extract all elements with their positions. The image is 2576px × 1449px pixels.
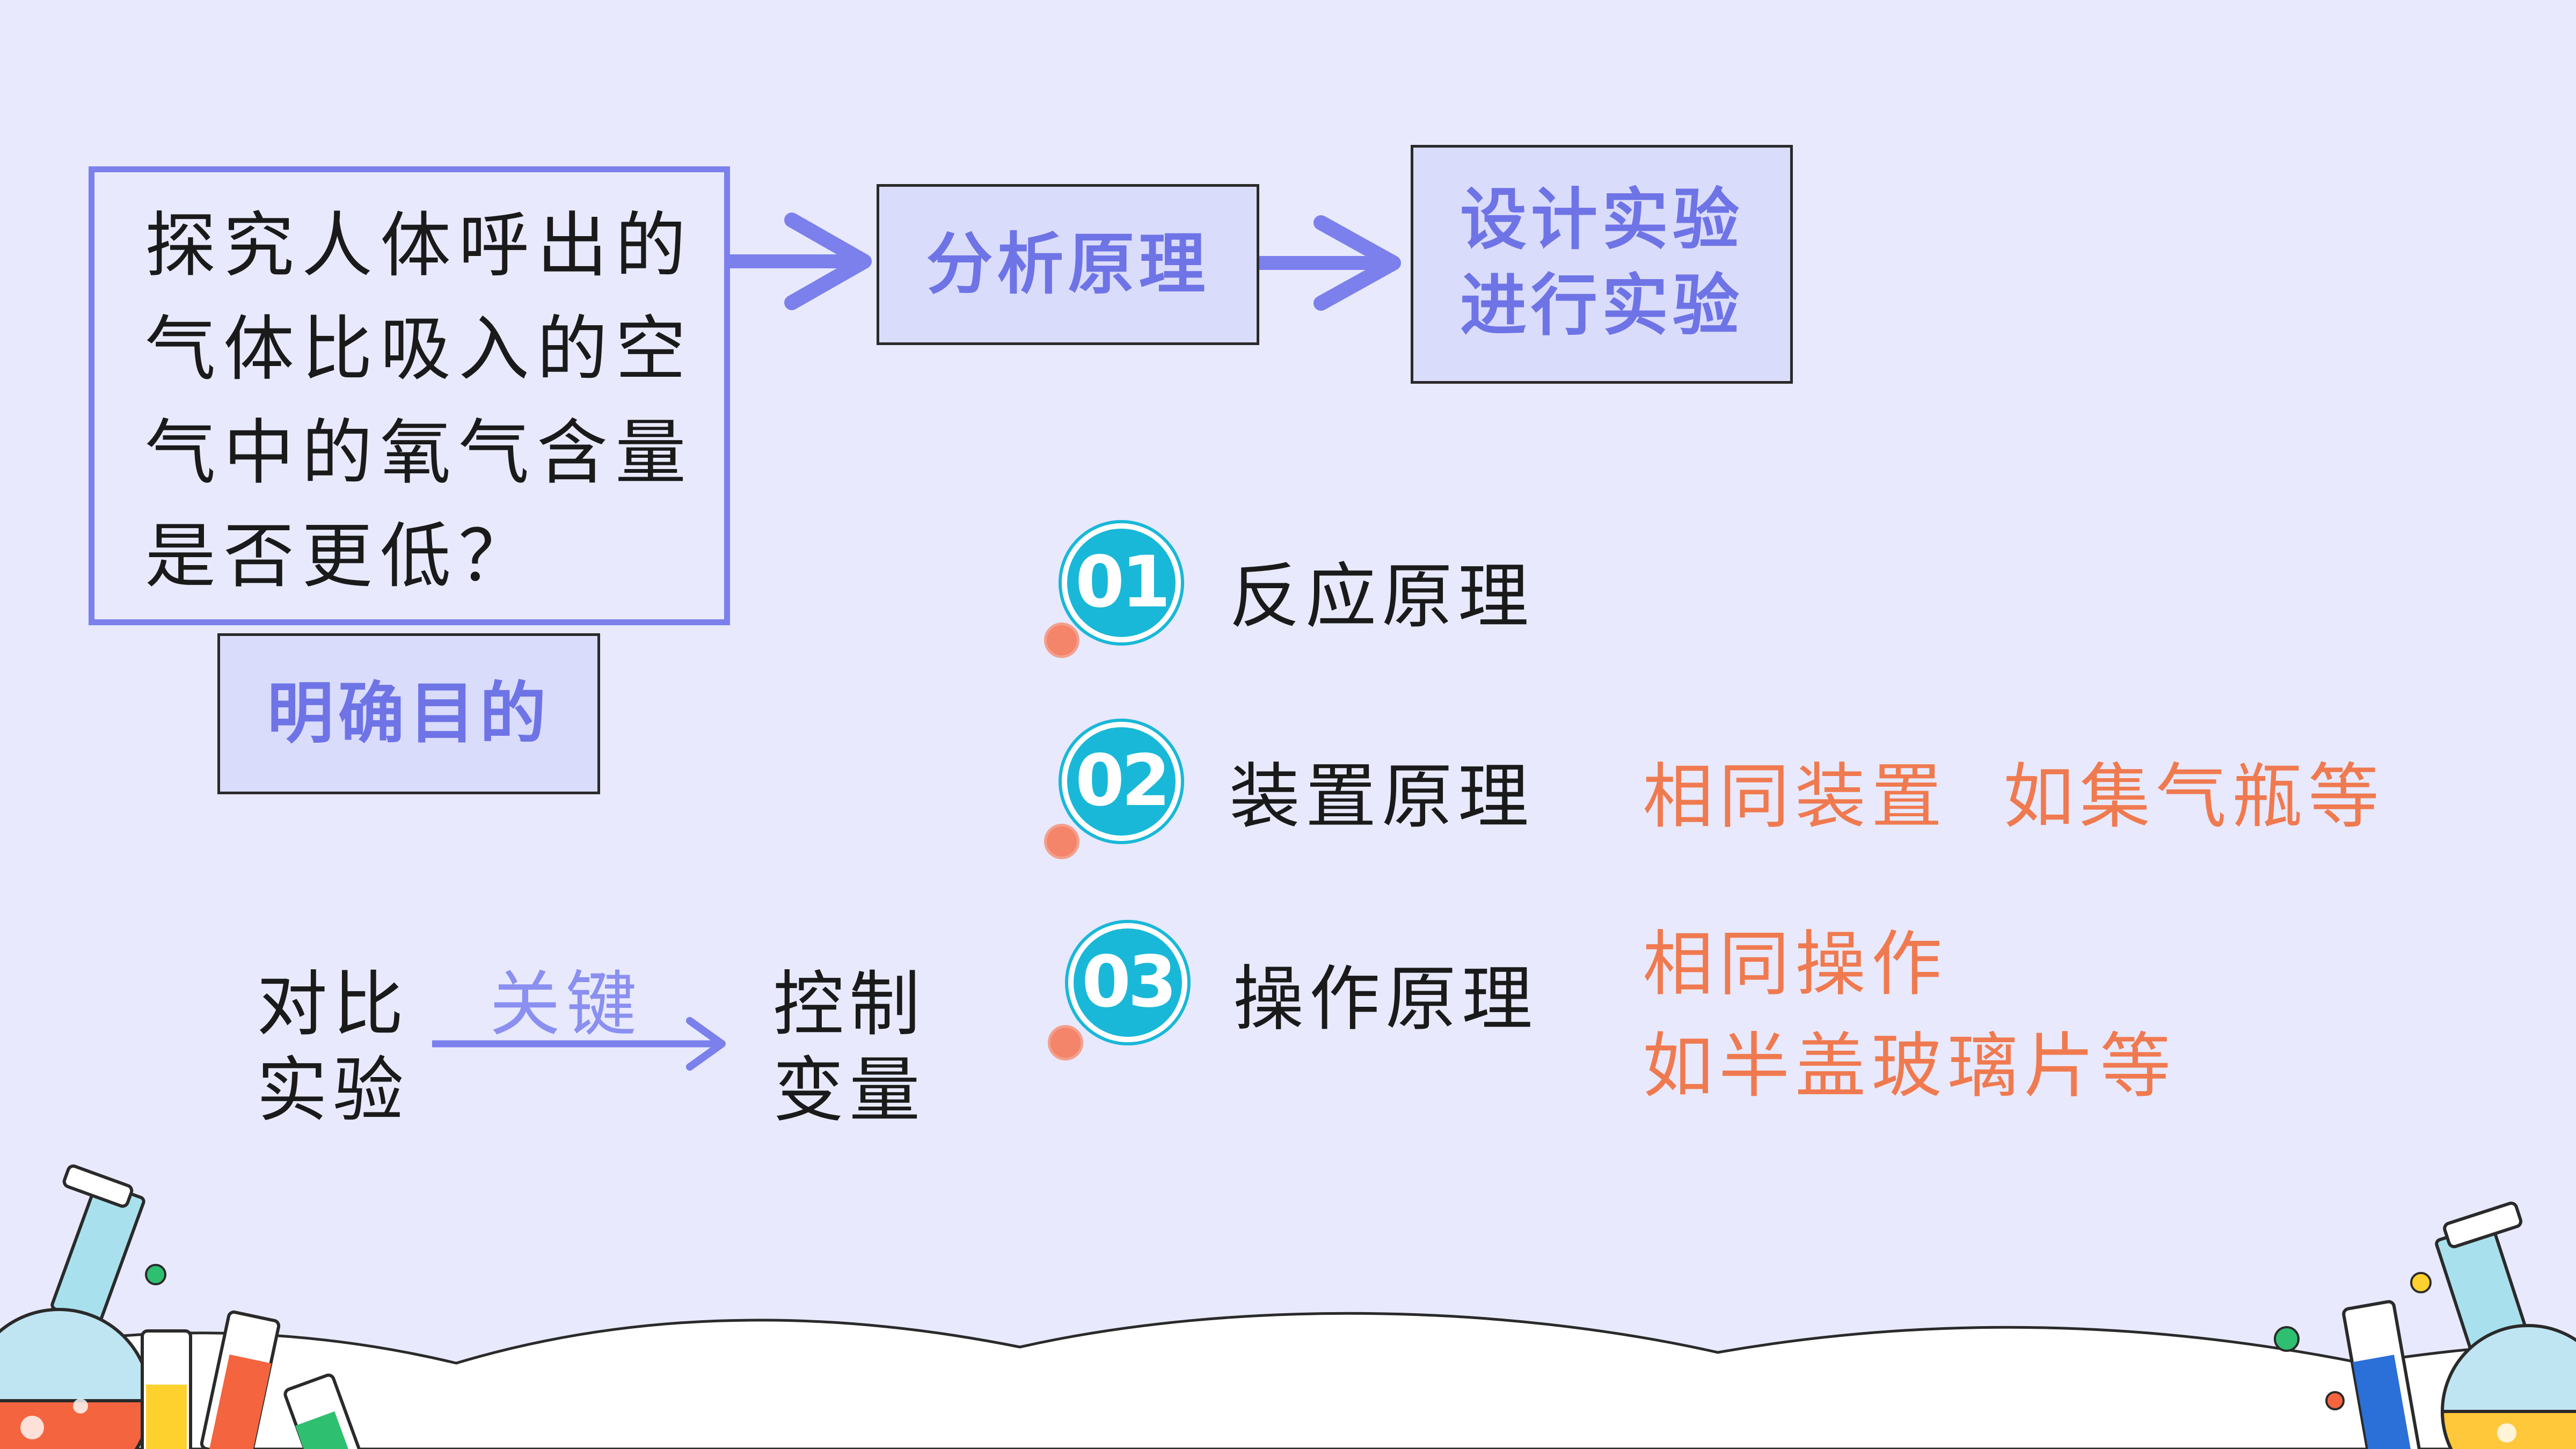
question-line-1: 探究人体呼出的 [145,204,694,287]
principle-03-label: 操作原理 [1233,958,1538,1041]
badge-03-dot [1048,1025,1083,1060]
principle-03-note-line-2: 如半盖玻璃片等 [1643,1025,2176,1108]
badge-02: 02 [1062,722,1181,841]
badge-01: 01 [1062,523,1181,642]
badge-01-dot [1044,623,1079,658]
control-left-line-1: 对比 [257,963,409,1046]
principle-03-note-line-1: 相同操作 [1643,923,1947,1006]
control-left-line-2: 实验 [257,1049,409,1132]
left-flask-decoration [0,1164,369,1449]
analyze-label: 分析原理 [926,226,1210,303]
design-box: 设计实验 进行实验 [1411,145,1793,384]
question-line-2: 气体比吸入的空 [145,308,694,391]
purpose-label: 明确目的 [267,675,551,752]
question-box [89,166,730,625]
control-arrow [432,1017,726,1071]
design-line-2: 进行实验 [1460,267,1743,345]
badge-03: 03 [1068,923,1187,1042]
bottom-hills-decoration [0,1312,2576,1449]
flow-arrow-2 [1259,215,1401,311]
design-line-1: 设计实验 [1460,181,1743,259]
question-line-4: 是否更低？ [145,515,537,598]
principle-02-note: 相同装置 如集气瓶等 [1643,756,2384,838]
badge-02-dot [1044,824,1079,859]
analyze-box: 分析原理 [877,184,1259,345]
right-flask-decoration [2274,1202,2576,1449]
control-key-label: 关键 [490,963,642,1046]
purpose-box: 明确目的 [217,633,600,794]
flow-arrow-1 [730,213,872,310]
control-right-line-2: 变量 [773,1049,925,1132]
question-line-3: 气中的氧气含量 [145,412,694,494]
principle-01-label: 反应原理 [1229,555,1534,638]
principle-02-label: 装置原理 [1229,756,1534,838]
control-right-line-1: 控制 [773,963,925,1046]
